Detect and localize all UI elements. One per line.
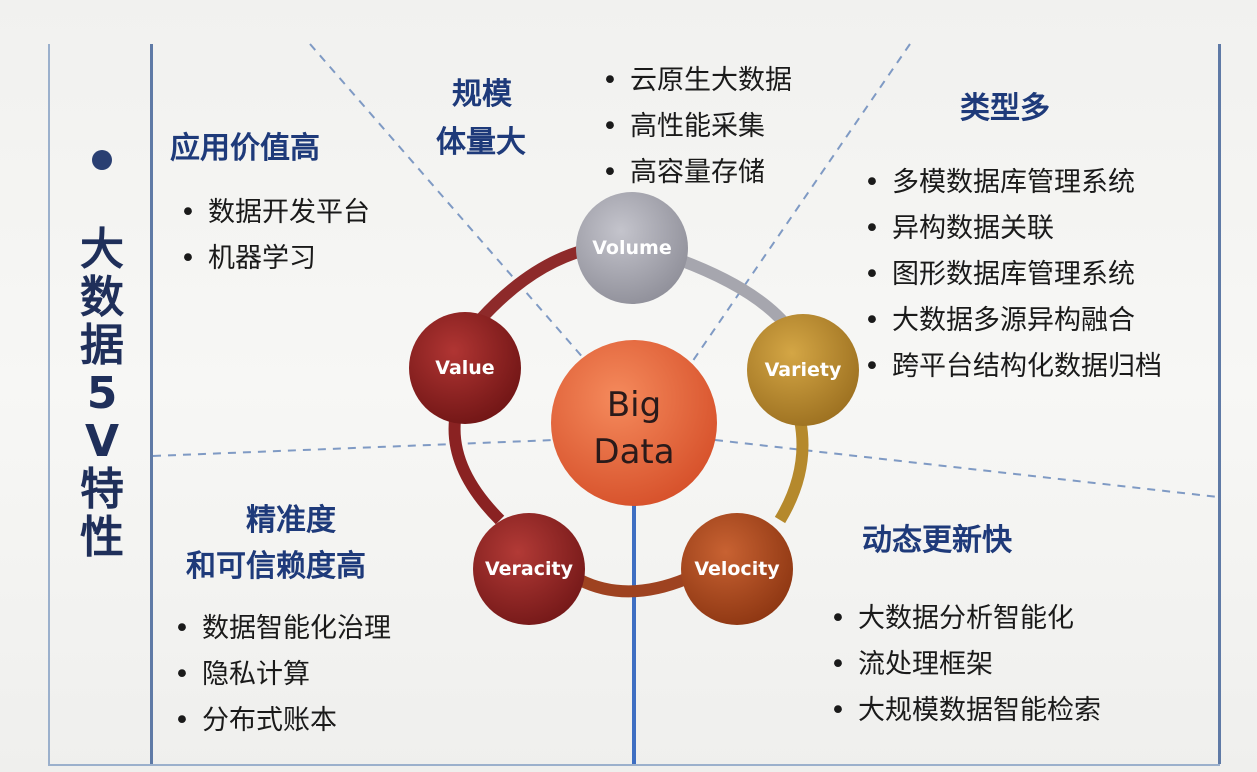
node-value-circle [409,312,521,424]
divider-left [152,439,556,457]
node-variety-label: Variety [765,359,842,381]
big-data-center-circle [551,340,717,506]
velocity-heading: 动态更新快 [862,523,1012,558]
list-item: 隐私计算 [170,652,391,698]
list-item: 云原生大数据 [598,58,792,104]
list-item: 多模数据库管理系统 [860,160,1162,206]
veracity-heading-line2: 和可信赖度高 [186,549,366,584]
node-variety-circle [747,314,859,426]
divider-right [714,439,1219,498]
variety-heading: 类型多 [960,91,1050,126]
list-item: 数据开发平台 [176,190,370,236]
node-volume-circle [576,192,688,304]
volume-heading-line1: 规模 [452,77,512,112]
ring-arc-veracity-value [448,419,505,525]
list-item: 图形数据库管理系统 [860,252,1162,298]
list-item: 大规模数据智能检索 [826,688,1101,734]
ring-arc-volume-variety [677,254,795,334]
center-label-line2: Data [593,432,674,472]
list-item: 大数据多源异构融合 [860,298,1162,344]
side-title: 大数据5V特性 [80,224,124,563]
ring-arc-value-volume [475,244,587,325]
node-velocity-label: Velocity [694,558,780,580]
variety-list: 多模数据库管理系统 异构数据关联 图形数据库管理系统 大数据多源异构融合 跨平台… [860,160,1162,390]
list-item: 高容量存储 [598,150,792,196]
ring-arc-variety-velocity [774,418,809,524]
list-item: 异构数据关联 [860,206,1162,252]
frame-right-line [1218,44,1221,764]
divider-top-right [689,43,911,366]
side-title-bullet-icon [92,150,112,170]
frame-bottom-line [48,764,1220,766]
velocity-list: 大数据分析智能化 流处理框架 大规模数据智能检索 [826,596,1101,734]
volume-heading-line2: 体量大 [436,125,526,160]
ring-arc-velocity-veracity [577,569,698,598]
node-value-label: Value [435,357,494,379]
list-item: 跨平台结构化数据归档 [860,344,1162,390]
node-veracity-circle [473,513,585,625]
list-item: 大数据分析智能化 [826,596,1101,642]
list-item: 分布式账本 [170,698,391,744]
node-veracity-label: Veracity [485,558,574,580]
value-list: 数据开发平台 机器学习 [176,190,370,282]
value-heading: 应用价值高 [170,131,320,166]
frame-inner-left-line [150,44,153,764]
divider-top-left [309,43,586,361]
frame-left-line [48,44,50,764]
list-item: 数据智能化治理 [170,606,391,652]
node-volume-label: Volume [592,237,671,259]
node-velocity-circle [681,513,793,625]
center-label-line1: Big [607,385,661,425]
veracity-heading-line1: 精准度 [246,503,336,538]
list-item: 高性能采集 [598,104,792,150]
volume-list: 云原生大数据 高性能采集 高容量存储 [598,58,792,196]
veracity-list: 数据智能化治理 隐私计算 分布式账本 [170,606,391,744]
list-item: 流处理框架 [826,642,1101,688]
list-item: 机器学习 [176,236,370,282]
